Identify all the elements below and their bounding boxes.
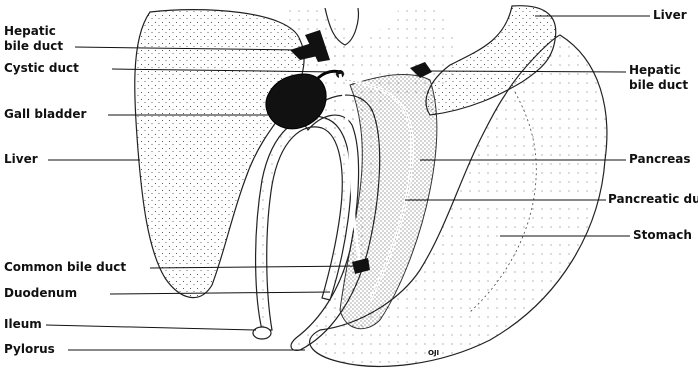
label-common-bile-duct: Common bile duct: [4, 260, 126, 275]
label-hepatic-bile-duct-right: Hepatic bile duct: [629, 63, 688, 93]
label-liver-right: Liver: [653, 8, 687, 23]
label-pancreas: Pancreas: [629, 152, 691, 167]
label-liver-left: Liver: [4, 152, 38, 167]
ileum-end: [253, 327, 271, 339]
label-cystic-duct: Cystic duct: [4, 61, 79, 76]
label-hepatic-bile-duct-left: Hepatic bile duct: [4, 24, 63, 54]
label-pancreatic-duct: Pancreatic duct: [608, 192, 698, 207]
label-gall-bladder: Gall bladder: [4, 107, 86, 122]
label-stomach: Stomach: [633, 228, 692, 243]
label-duodenum: Duodenum: [4, 286, 77, 301]
label-ileum: Ileum: [4, 317, 42, 332]
artist-signature: OJI: [428, 349, 439, 357]
label-pylorus: Pylorus: [4, 342, 55, 357]
